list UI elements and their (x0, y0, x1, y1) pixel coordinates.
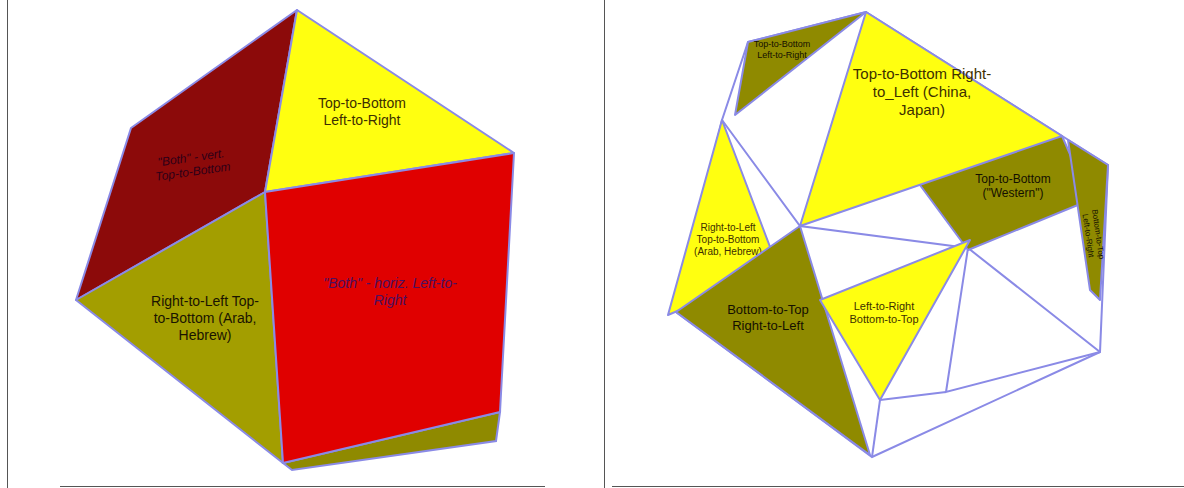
polyhedron-face: "Both" - horiz. Left-to-Right (265, 153, 514, 463)
polyhedron-face: Left-to-Right Bottom-to-Top (820, 240, 970, 400)
polyhedron-edge (872, 400, 880, 457)
polyhedron-outline (676, 12, 1108, 457)
panel-border (612, 486, 1184, 487)
polyhedron-face: Right-to-Left Top-to-Bottom (Arab, Hebre… (76, 192, 283, 463)
panel-border (604, 0, 605, 488)
face-label: "Both" - horiz. Left-to-Right (315, 275, 465, 309)
face-label: Bottom-to-Top Right-to-Left (713, 302, 823, 333)
polyhedron-edge (946, 248, 1100, 392)
face-label: Top-to-Bottom Left-to-Right (750, 39, 814, 61)
face-fill (676, 226, 870, 455)
panel-border (7, 0, 8, 488)
face-label: Top-to-Bottom ("Western") (965, 172, 1061, 201)
polyhedron-edge (880, 392, 946, 400)
face-shape (676, 226, 870, 455)
face-fill (900, 136, 1090, 250)
face-label: Right-to-Left Top-to-Bottom (Arab, Hebre… (146, 293, 264, 343)
face-label: Right-to-Left Top-to-Bottom (Arab, Hebre… (691, 222, 765, 258)
face-label: Left-to-Right Bottom-to-Top (842, 300, 926, 326)
face-fill (820, 240, 970, 400)
panel-border (60, 486, 545, 487)
polyhedron-face: Top-to-Bottom Right-to_Left (China, Japa… (800, 12, 1062, 226)
face-label: Top-to-Bottom Right-to_Left (China, Japa… (852, 65, 992, 119)
face-fill (265, 153, 514, 463)
face-fill (1068, 140, 1108, 300)
polyhedron-face: Bottom-to-Top Right-to-Left (676, 226, 870, 455)
face-label: Top-to-Bottom Left-to-Right (305, 95, 420, 129)
face-fill (76, 192, 283, 463)
face-shape (800, 12, 1062, 226)
polyhedron-face: Bottom-to-Top Left-to-Right (1068, 140, 1108, 300)
